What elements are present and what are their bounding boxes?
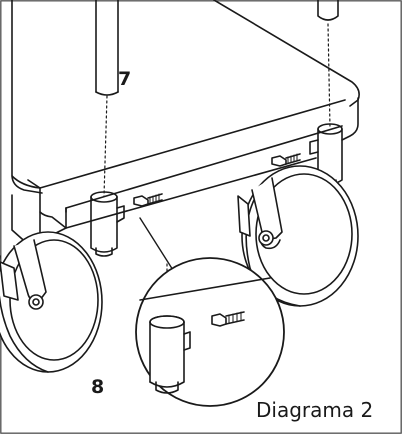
caster-wheel-left xyxy=(0,231,103,373)
leg-tube-right xyxy=(317,0,339,21)
detail-inset xyxy=(135,257,285,407)
part-number-7-label: 7 xyxy=(118,68,132,90)
bolt-front-left xyxy=(133,193,163,207)
bolt-front-right xyxy=(271,153,301,167)
socket-left xyxy=(90,191,125,257)
caster-wheel-right xyxy=(237,165,359,307)
diagram-caption: Diagrama 2 xyxy=(256,398,374,422)
leg-tube-left xyxy=(95,0,119,96)
part-number-8-label: 8 xyxy=(91,376,105,398)
